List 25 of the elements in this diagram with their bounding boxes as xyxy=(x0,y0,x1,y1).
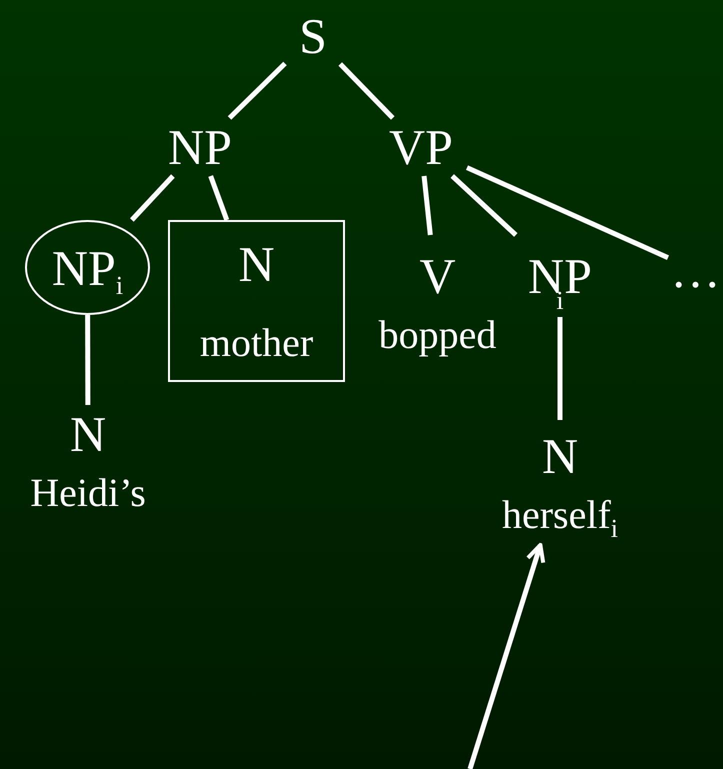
category-label: S xyxy=(285,8,341,64)
category-label: N xyxy=(238,239,275,289)
circled-node xyxy=(25,220,150,315)
branch-line xyxy=(466,165,670,260)
branch-line xyxy=(558,317,562,420)
branch-line xyxy=(338,62,395,120)
branch-line xyxy=(130,174,175,222)
word-label: herself$_{i}$ xyxy=(502,494,618,534)
category-label: NP xyxy=(150,118,250,176)
category-label: V xyxy=(419,250,456,300)
category-label: NP$_{i}$ xyxy=(52,242,124,292)
branch-line xyxy=(228,62,287,120)
category-label: … xyxy=(668,250,723,290)
word-label: bopped xyxy=(378,314,496,354)
branch-line xyxy=(85,315,90,405)
boxed-node xyxy=(168,220,345,382)
category-label: N xyxy=(542,430,578,480)
category-label: VP xyxy=(375,118,467,176)
arrow xyxy=(468,543,546,769)
branch-line xyxy=(422,176,433,236)
branch-line xyxy=(450,174,518,237)
branch-line xyxy=(208,175,230,221)
word-label: Heidi’s xyxy=(30,473,146,513)
word-label: mother xyxy=(200,323,314,363)
category-label: N xyxy=(70,409,106,459)
